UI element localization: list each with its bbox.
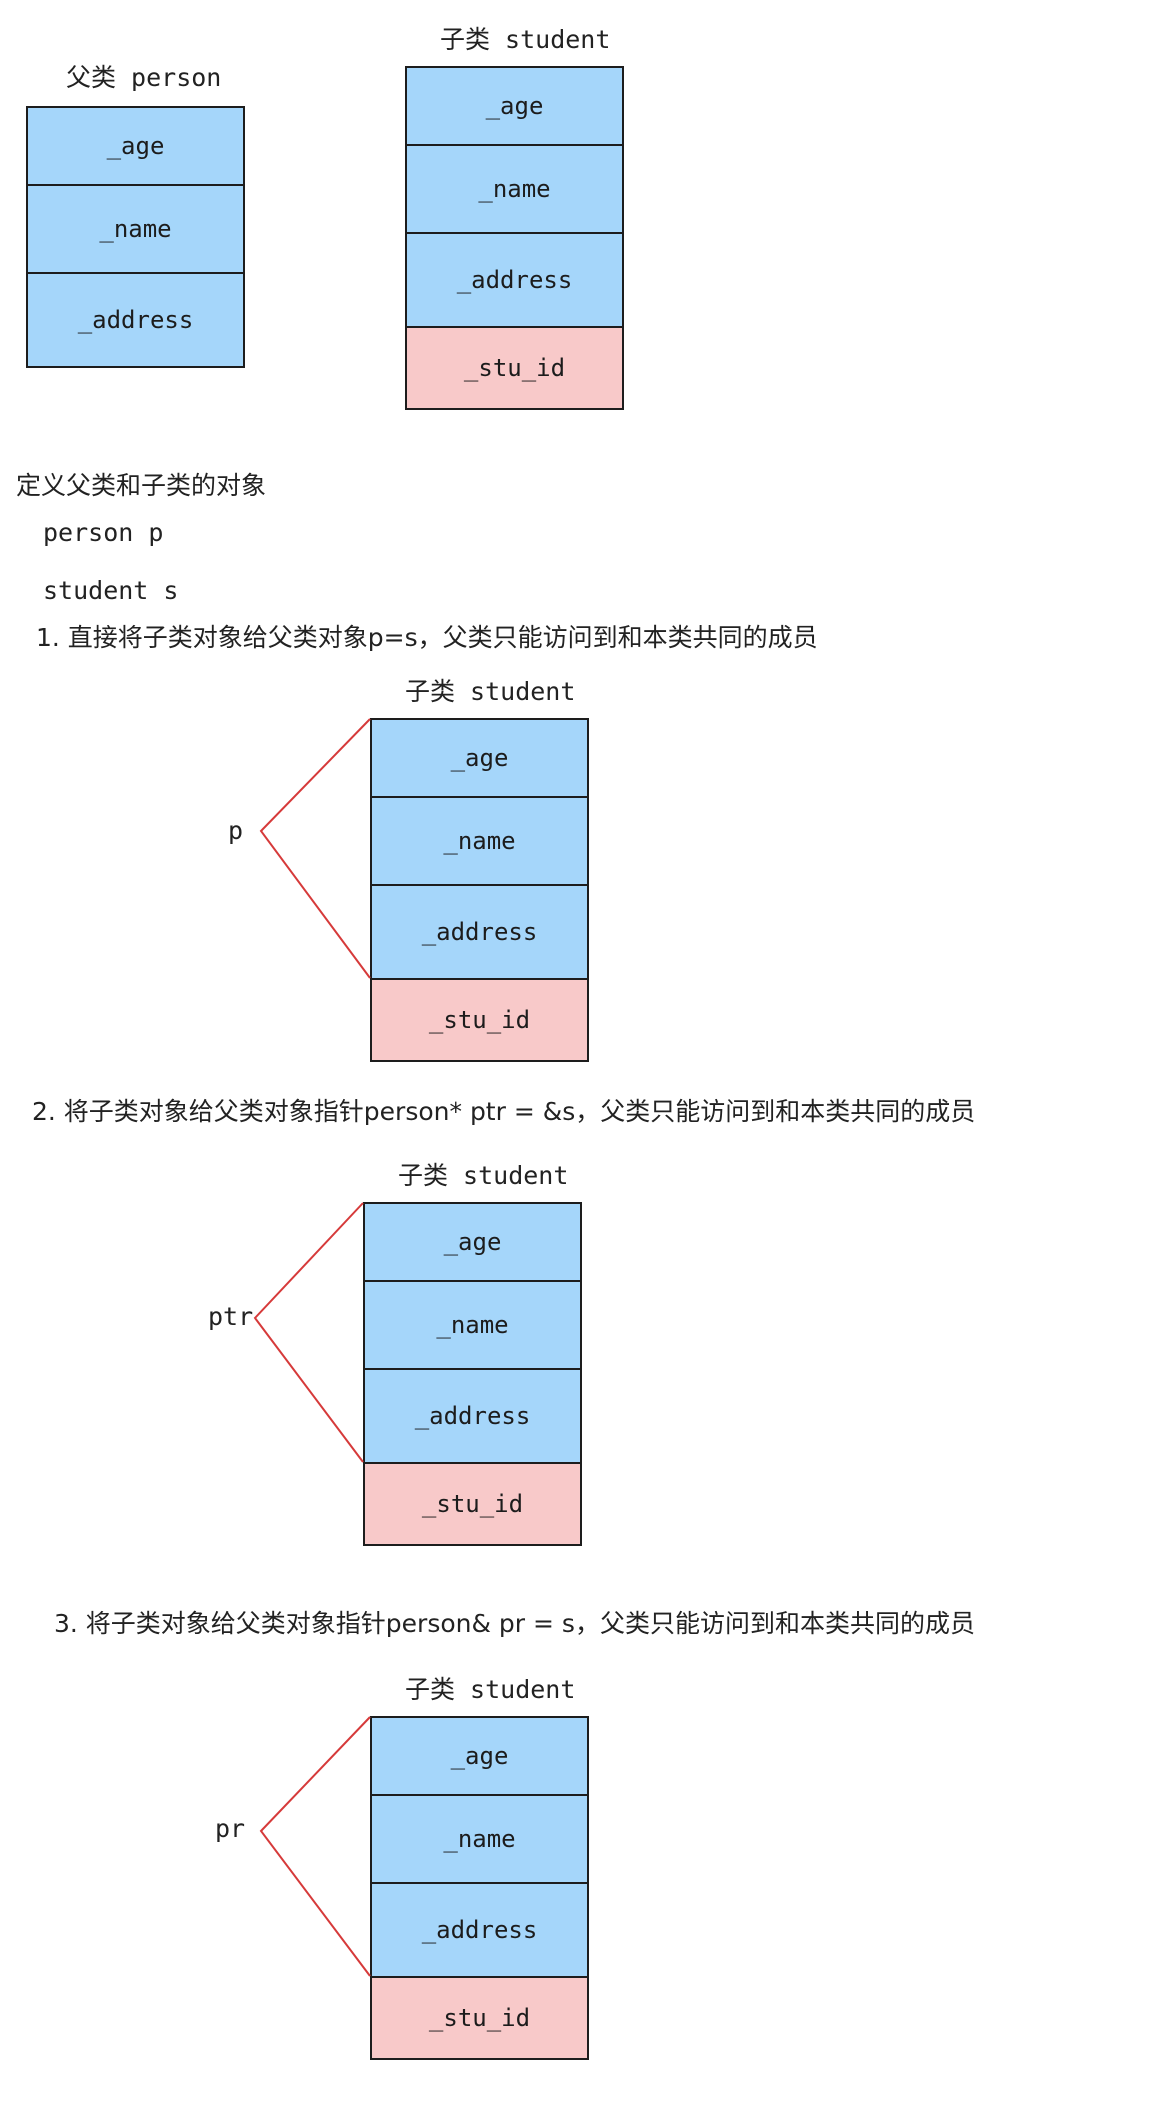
case-3-caption: 3. 将子类对象给父类对象指针person& pr = s，父类只能访问到和本类…	[54, 1609, 975, 1638]
case-1-pointer-line	[259, 718, 371, 979]
case-2-pointer-line	[253, 1202, 364, 1463]
case-3-pointer-label: pr	[215, 1814, 246, 1843]
case-3-field-age: _age	[370, 1716, 589, 1796]
case-1-field-stu-id: _stu_id	[370, 978, 589, 1062]
case-2-field-address: _address	[363, 1368, 582, 1464]
parent-field-name: _name	[26, 184, 245, 274]
decl-child: student s	[43, 576, 179, 605]
child-field-address: _address	[405, 232, 624, 328]
case-3-pointer-line	[259, 1716, 371, 1977]
case-3-title: 子类 student	[405, 1675, 576, 1704]
case-3-field-address: _address	[370, 1882, 589, 1978]
parent-field-address: _address	[26, 272, 245, 368]
case-2-child-box: _age _name _address _stu_id	[363, 1202, 582, 1546]
case-1-field-address: _address	[370, 884, 589, 980]
decl-parent: person p	[43, 518, 164, 547]
case-1-field-name: _name	[370, 796, 589, 886]
child-class-title: 子类 student	[440, 25, 611, 54]
child-field-stu-id: _stu_id	[405, 326, 624, 410]
case-2-caption: 2. 将子类对象给父类对象指针person* ptr = &s，父类只能访问到和…	[32, 1097, 976, 1126]
child-class-box: _age _name _address _stu_id	[405, 66, 624, 410]
child-field-name: _name	[405, 144, 624, 234]
case-3-field-stu-id: _stu_id	[370, 1976, 589, 2060]
case-3-child-box: _age _name _address _stu_id	[370, 1716, 589, 2060]
case-2-field-stu-id: _stu_id	[363, 1462, 582, 1546]
case-1-field-age: _age	[370, 718, 589, 798]
intro-heading: 定义父类和子类的对象	[16, 471, 267, 500]
case-2-field-age: _age	[363, 1202, 582, 1282]
parent-class-title: 父类 person	[66, 63, 222, 92]
child-field-age: _age	[405, 66, 624, 146]
parent-field-age: _age	[26, 106, 245, 186]
case-2-title: 子类 student	[398, 1161, 569, 1190]
case-1-child-box: _age _name _address _stu_id	[370, 718, 589, 1062]
case-1-pointer-label: p	[228, 816, 244, 845]
case-2-field-name: _name	[363, 1280, 582, 1370]
case-1-caption: 1. 直接将子类对象给父类对象p=s，父类只能访问到和本类共同的成员	[36, 623, 818, 652]
case-2-pointer-label: ptr	[208, 1302, 254, 1331]
parent-class-box: _age _name _address	[26, 106, 245, 368]
case-1-title: 子类 student	[405, 677, 576, 706]
case-3-field-name: _name	[370, 1794, 589, 1884]
